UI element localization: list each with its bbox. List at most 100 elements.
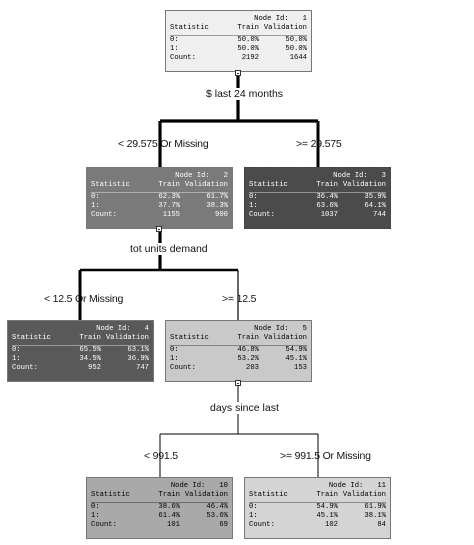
node-id-row: Node Id:1 <box>170 15 307 24</box>
header-statistic: Statistic <box>170 334 209 343</box>
node-id-value: 5 <box>302 325 307 333</box>
stat-label: 1: <box>91 511 100 520</box>
count-label: Count: <box>91 521 117 530</box>
stats-row: 1:63.6%64.1% <box>249 202 386 211</box>
stat-validation: 63.1% <box>127 345 149 354</box>
node-id-value: 3 <box>381 172 386 180</box>
header-train: Train <box>237 334 259 343</box>
stats-row: 0:65.5%63.1% <box>12 346 149 355</box>
stat-train: 45.1% <box>316 511 338 520</box>
count-train: 101 <box>167 521 180 530</box>
node-id-label: Node Id: <box>333 172 368 180</box>
header-train: Train <box>316 491 338 500</box>
node-id-label: Node Id: <box>254 15 289 23</box>
stat-train: 53.2% <box>237 354 259 363</box>
count-validation: 744 <box>373 211 386 220</box>
divider <box>249 501 386 503</box>
count-validation: 747 <box>136 364 149 373</box>
stat-validation: 38.3% <box>206 201 228 210</box>
stats-row: 0:38.6%46.4% <box>91 503 228 512</box>
stats-header-row: Statistic Train Validation <box>249 491 386 500</box>
collapse-toggle-icon[interactable] <box>235 70 241 76</box>
header-statistic: Statistic <box>170 24 209 33</box>
count-train: 1155 <box>162 211 180 220</box>
header-statistic: Statistic <box>249 491 288 500</box>
stat-train: 34.5% <box>79 354 101 363</box>
stats-row: 0:54.9%61.9% <box>249 503 386 512</box>
count-train: 203 <box>246 364 259 373</box>
branch-condition-label: >= 29.575 <box>296 138 342 150</box>
stats-row: 0:62.3%61.7% <box>91 193 228 202</box>
count-label: Count: <box>170 364 196 373</box>
count-validation: 153 <box>294 364 307 373</box>
divider <box>170 344 307 346</box>
stat-validation: 64.1% <box>364 201 386 210</box>
node-id-row: Node Id:11 <box>249 482 386 491</box>
header-train: Train <box>79 334 101 343</box>
node-id-value: 2 <box>223 172 228 180</box>
stat-train: 63.6% <box>316 201 338 210</box>
stats-header-row: Statistic Train Validation <box>170 334 307 343</box>
stat-label: 0: <box>249 502 258 511</box>
stat-label: 0: <box>91 192 100 201</box>
header-train: Train <box>316 181 338 190</box>
stats-row: 0:46.8%54.9% <box>170 346 307 355</box>
stat-validation: 61.9% <box>364 502 386 511</box>
divider <box>249 191 386 193</box>
header-validation: Validation <box>105 334 149 343</box>
count-validation: 69 <box>219 521 228 530</box>
stat-label: 0: <box>91 502 100 511</box>
header-train: Train <box>158 181 180 190</box>
header-train: Train <box>237 24 259 33</box>
collapse-toggle-icon[interactable] <box>235 380 241 386</box>
stat-label: 0: <box>170 345 179 354</box>
count-label: Count: <box>249 521 275 530</box>
node-id-row: Node Id: 5 <box>170 325 307 334</box>
stat-validation: 38.1% <box>364 511 386 520</box>
count-label: Count: <box>249 211 275 220</box>
header-validation: Validation <box>263 334 307 343</box>
node-id-row: Node Id: 3 <box>249 172 386 181</box>
node-id-row: Node Id:10 <box>91 482 228 491</box>
count-label: Count: <box>12 364 38 373</box>
stat-label: 0: <box>12 345 21 354</box>
node-id-label: Node Id: <box>170 482 206 490</box>
stat-train: 62.3% <box>158 192 180 201</box>
split-variable-label: days since last <box>209 402 280 414</box>
divider <box>91 191 228 193</box>
split-variable-label: tot units demand <box>129 243 209 255</box>
divider <box>12 344 149 346</box>
count-train: 102 <box>325 521 338 530</box>
node-id-label: Node Id: <box>254 325 289 333</box>
stat-train: 46.8% <box>237 345 259 354</box>
stat-validation: 45.1% <box>285 354 307 363</box>
node-id-label: Node Id: <box>328 482 364 490</box>
collapse-toggle-icon[interactable] <box>156 226 162 232</box>
stat-label: 0: <box>170 35 179 44</box>
stats-row: 0:36.4%35.9% <box>249 193 386 202</box>
stats-row: 1:61.4%53.6% <box>91 512 228 521</box>
count-validation: 84 <box>377 521 386 530</box>
header-train: Train <box>158 491 180 500</box>
stat-label: 1: <box>12 354 21 363</box>
header-validation: Validation <box>342 491 386 500</box>
header-validation: Validation <box>184 491 228 500</box>
count-row: Count: 102 84 <box>249 521 386 530</box>
node-id-value: 4 <box>144 325 149 333</box>
stat-validation: 35.9% <box>364 192 386 201</box>
stat-train: 38.6% <box>158 502 180 511</box>
node-id-label: Node Id: <box>175 172 210 180</box>
